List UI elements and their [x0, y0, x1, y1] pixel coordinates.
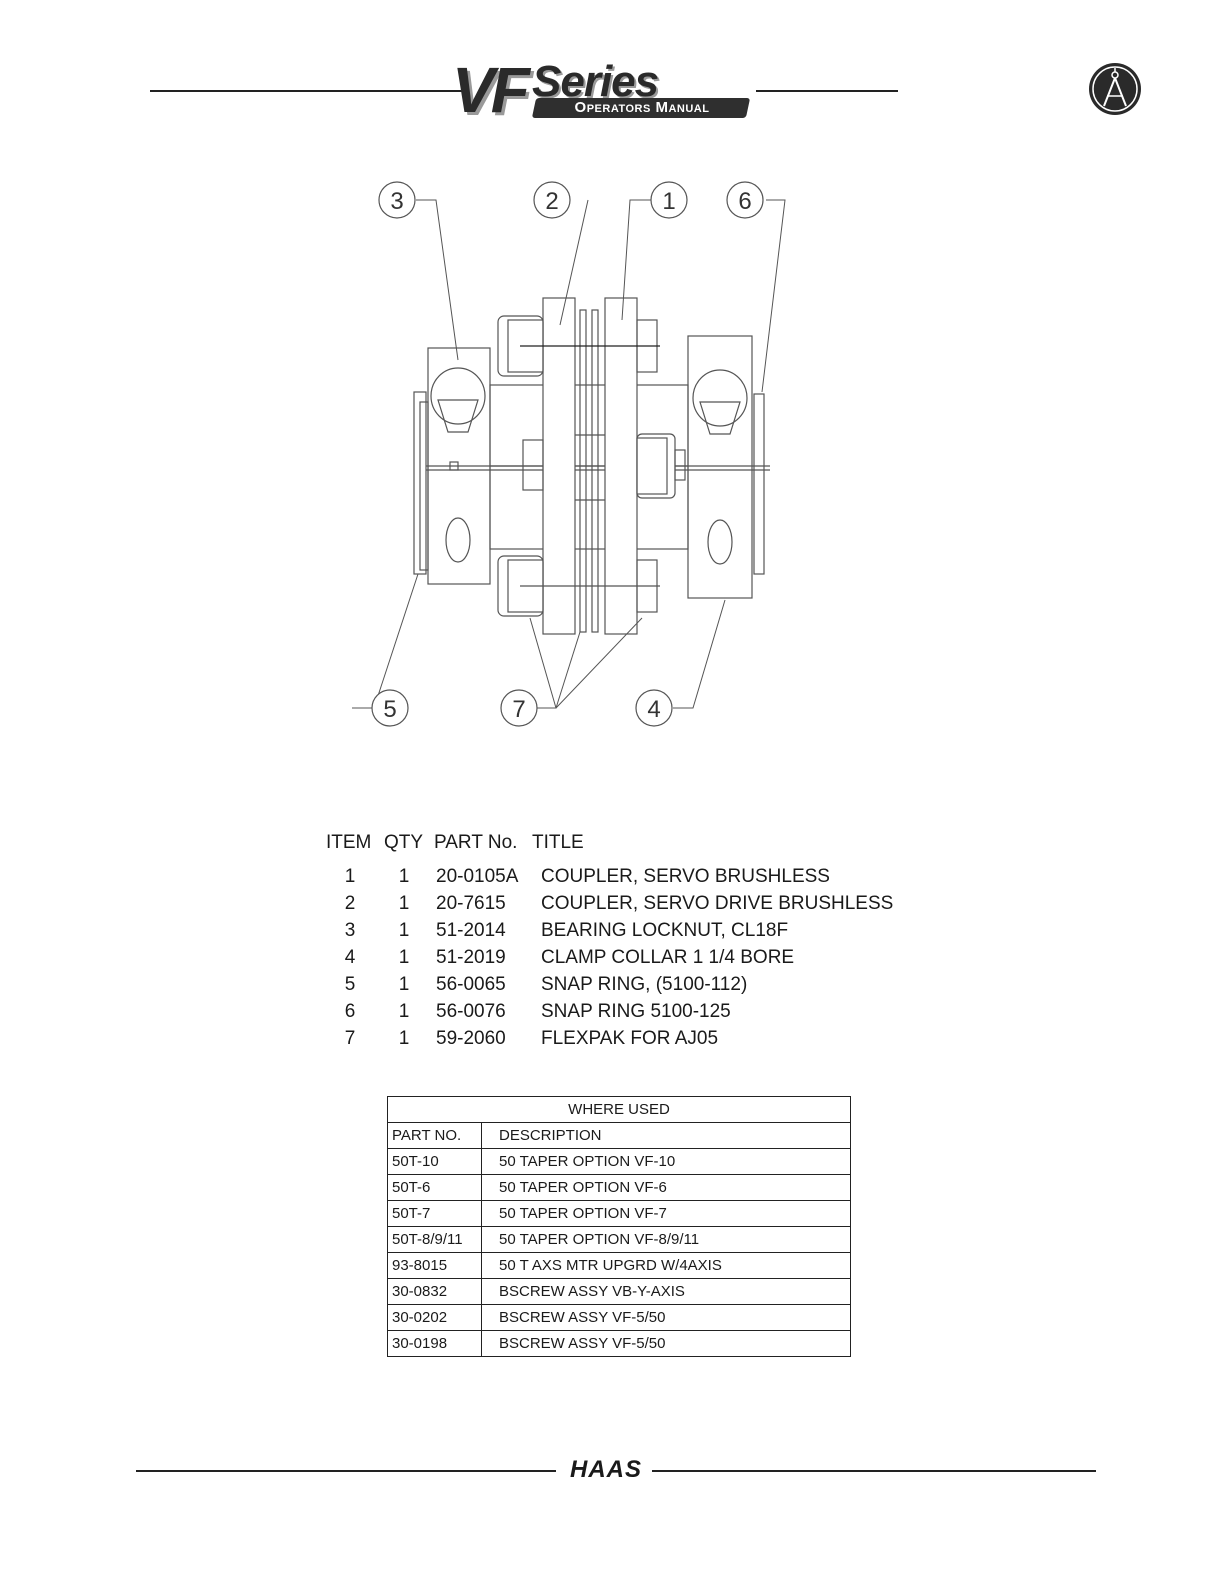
table-row: 30-0832 BSCREW ASSY VB-Y-AXIS: [387, 1278, 851, 1305]
where-used-description: 50 TAPER OPTION VF-7: [481, 1200, 851, 1227]
table-row: 50T-10 50 TAPER OPTION VF-10: [387, 1148, 851, 1175]
part-number: 56-0065: [436, 974, 506, 995]
where-used-description: 50 T AXS MTR UPGRD W/4AXIS: [481, 1252, 851, 1279]
where-used-header-row: PART NO. DESCRIPTION: [387, 1122, 851, 1149]
part-title: COUPLER, SERVO BRUSHLESS: [541, 866, 830, 887]
callout-bubble-4: [635, 689, 673, 727]
where-used-part-no: 50T-7: [387, 1200, 482, 1227]
part-item: 5: [344, 974, 356, 995]
callout-3: 3: [390, 188, 403, 215]
table-row: 93-8015 50 T AXS MTR UPGRD W/4AXIS: [387, 1252, 851, 1279]
header-qty: QTY: [384, 832, 424, 853]
callout-bubble-7: [500, 689, 538, 727]
where-used-description: BSCREW ASSY VF-5/50: [481, 1304, 851, 1331]
part-title: BEARING LOCKNUT, CL18F: [541, 920, 789, 941]
callout-bubble-5: [371, 689, 409, 727]
part-qty: 1: [398, 947, 410, 968]
part-qty: 1: [398, 866, 410, 887]
where-used-part-no: 30-0202: [387, 1304, 482, 1331]
callout-2: 2: [545, 188, 558, 215]
where-used-part-no: 30-0198: [387, 1330, 482, 1357]
part-number: 20-0105A: [436, 866, 519, 887]
parts-row: 5 1 56-0065 SNAP RING, (5100-112): [326, 974, 926, 1001]
parts-list: ITEM QTY PART No. TITLE 1 1 20-0105A COU…: [326, 832, 926, 1055]
part-item: 3: [344, 920, 356, 941]
where-used-part-no: 93-8015: [387, 1252, 482, 1279]
where-used-header-description: DESCRIPTION: [481, 1122, 851, 1149]
where-used-title-row: WHERE USED: [387, 1096, 851, 1123]
callout-bubble-2: [533, 181, 571, 219]
part-qty: 1: [398, 974, 410, 995]
part-number: 56-0076: [436, 1001, 506, 1022]
header-item: ITEM: [326, 832, 372, 853]
part-title: SNAP RING 5100-125: [541, 1001, 731, 1022]
header-part-no: PART No.: [434, 832, 518, 853]
parts-row: 2 1 20-7615 COUPLER, SERVO DRIVE BRUSHLE…: [326, 893, 926, 920]
table-row: 50T-8/9/11 50 TAPER OPTION VF-8/9/11: [387, 1226, 851, 1253]
where-used-description: 50 TAPER OPTION VF-6: [481, 1174, 851, 1201]
header-title: TITLE: [532, 832, 584, 853]
parts-row: 7 1 59-2060 FLEXPAK FOR AJ05: [326, 1028, 926, 1055]
header-rule-left: [150, 90, 462, 92]
part-number: 51-2019: [436, 947, 506, 968]
parts-row: 6 1 56-0076 SNAP RING 5100-125: [326, 1001, 926, 1028]
logo-series-text: Series: [532, 57, 659, 106]
coupler-assembly-diagram: 3 2 1 6 5 7 4: [352, 181, 786, 727]
where-used-part-no: 50T-6: [387, 1174, 482, 1201]
parts-row: 4 1 51-2019 CLAMP COLLAR 1 1/4 BORE: [326, 947, 926, 974]
compass-icon: [1089, 63, 1141, 115]
where-used-part-no: 50T-8/9/11: [387, 1226, 482, 1253]
table-row: 30-0198 BSCREW ASSY VF-5/50: [387, 1330, 851, 1357]
haas-logo: HAAS: [569, 1456, 642, 1483]
part-qty: 1: [398, 1028, 410, 1049]
table-row: 30-0202 BSCREW ASSY VF-5/50: [387, 1304, 851, 1331]
where-used-title: WHERE USED: [387, 1096, 851, 1123]
parts-row: 3 1 51-2014 BEARING LOCKNUT, CL18F: [326, 920, 926, 947]
vf-series-logo: VF Series Operators Manual: [452, 58, 752, 124]
where-used-description: BSCREW ASSY VB-Y-AXIS: [481, 1278, 851, 1305]
callout-4: 4: [647, 696, 660, 723]
callout-bubble-3: [378, 181, 416, 219]
where-used-part-no: 50T-10: [387, 1148, 482, 1175]
where-used-description: 50 TAPER OPTION VF-8/9/11: [481, 1226, 851, 1253]
parts-row: 1 1 20-0105A COUPLER, SERVO BRUSHLESS: [326, 866, 926, 893]
parts-list-rows: 1 1 20-0105A COUPLER, SERVO BRUSHLESS 2 …: [326, 866, 926, 1055]
part-title: CLAMP COLLAR 1 1/4 BORE: [541, 947, 795, 968]
callout-bubble-1: [650, 181, 688, 219]
part-title: COUPLER, SERVO DRIVE BRUSHLESS: [541, 893, 894, 914]
part-item: 6: [344, 1001, 356, 1022]
logo-subtitle: Operators Manual: [574, 99, 710, 116]
part-qty: 1: [398, 893, 410, 914]
where-used-description: BSCREW ASSY VF-5/50: [481, 1330, 851, 1357]
table-row: 50T-6 50 TAPER OPTION VF-6: [387, 1174, 851, 1201]
where-used-table: WHERE USED PART NO. DESCRIPTION 50T-10 5…: [387, 1096, 851, 1357]
part-number: 59-2060: [436, 1028, 506, 1049]
callout-5: 5: [383, 696, 396, 723]
callout-7: 7: [512, 696, 525, 723]
part-qty: 1: [398, 920, 410, 941]
callout-1: 1: [662, 188, 675, 215]
part-item: 7: [344, 1028, 356, 1049]
logo-vf-text: VF: [452, 54, 530, 126]
header-rule-right: [756, 90, 898, 92]
part-number: 20-7615: [436, 893, 506, 914]
callout-6: 6: [738, 188, 751, 215]
part-item: 1: [344, 866, 356, 887]
part-item: 4: [344, 947, 356, 968]
where-used-description: 50 TAPER OPTION VF-10: [481, 1148, 851, 1175]
part-title: FLEXPAK FOR AJ05: [541, 1028, 719, 1049]
parts-list-header: ITEM QTY PART No. TITLE: [326, 832, 926, 858]
footer-rule-right: [652, 1470, 1096, 1472]
part-qty: 1: [398, 1001, 410, 1022]
where-used-header-part-no: PART NO.: [387, 1122, 482, 1149]
table-row: 50T-7 50 TAPER OPTION VF-7: [387, 1200, 851, 1227]
callout-bubble-6: [726, 181, 764, 219]
part-item: 2: [344, 893, 356, 914]
where-used-part-no: 30-0832: [387, 1278, 482, 1305]
footer-rule-left: [136, 1470, 556, 1472]
part-title: SNAP RING, (5100-112): [541, 974, 748, 995]
part-number: 51-2014: [436, 920, 506, 941]
